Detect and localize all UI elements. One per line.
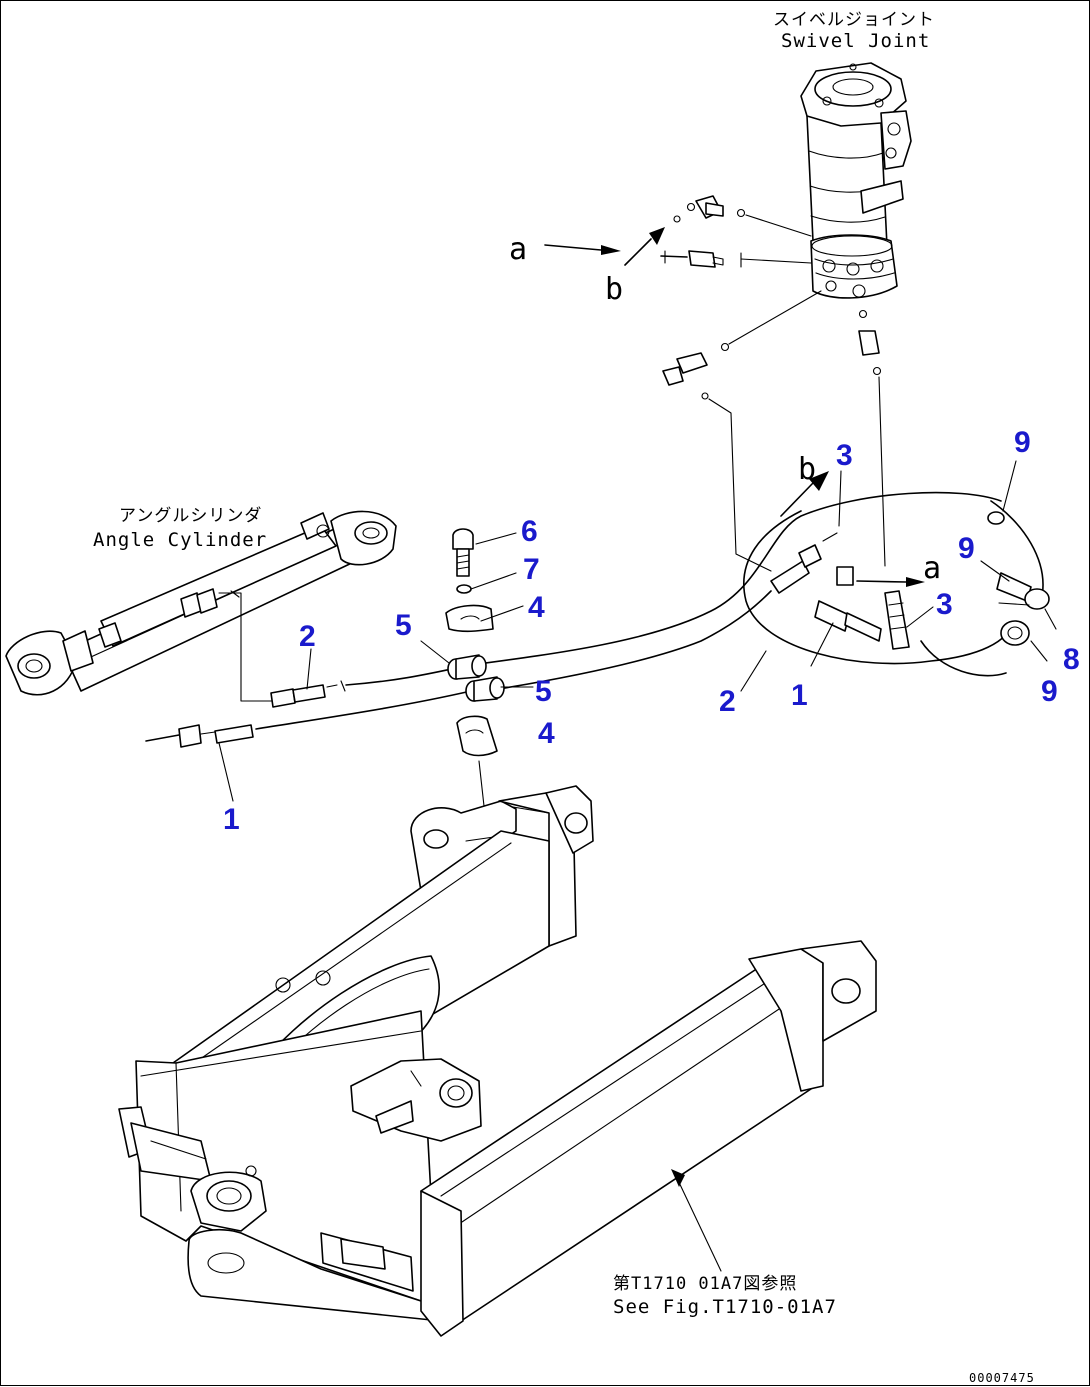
angle-cylinder — [5, 510, 397, 696]
callout-5-upper: 5 — [395, 609, 412, 642]
swivel-joint-label-jp: スイベルジョイント — [773, 10, 935, 30]
callout-2-left: 2 — [299, 620, 316, 653]
swivel-joint — [800, 62, 912, 299]
see-fig-leader — [675, 1175, 722, 1272]
angle-cylinder-label-jp: アングルシリンダ — [119, 506, 262, 526]
swivel-joint-label-en: Swivel Joint — [781, 30, 930, 52]
callout-1-right: 1 — [791, 679, 808, 712]
callout-1-left: 1 — [223, 803, 240, 836]
see-fig-label-jp: 第T1710 01A7図参照 — [613, 1274, 797, 1294]
callout-9-mid: 9 — [958, 532, 975, 565]
callout-3-right: 3 — [936, 588, 953, 621]
swivel-fittings — [544, 195, 886, 572]
connection-letter-a-left: a — [509, 232, 527, 267]
callout-5-lower: 5 — [535, 675, 552, 708]
leader-lines — [218, 460, 1057, 802]
frame-assembly — [118, 785, 877, 1337]
connection-letter-a-right: a — [923, 551, 941, 586]
see-fig-arrowhead — [671, 1169, 685, 1187]
angle-cylinder-label-en: Angle Cylinder — [93, 529, 267, 551]
callout-9-top: 9 — [1014, 426, 1031, 459]
connection-letter-b-right: b — [798, 452, 816, 487]
callout-3-top: 3 — [836, 439, 853, 472]
callout-4-upper: 4 — [528, 591, 545, 624]
hoses — [145, 471, 1050, 834]
callout-8: 8 — [1063, 643, 1080, 676]
callout-6: 6 — [521, 515, 538, 548]
callout-9-bottom: 9 — [1041, 675, 1058, 708]
callout-4-lower: 4 — [538, 717, 555, 750]
see-fig-label-en: See Fig.T1710-01A7 — [613, 1296, 837, 1318]
callout-7: 7 — [523, 553, 540, 586]
callout-2-right: 2 — [719, 685, 736, 718]
figure-code: 00007475 — [969, 1371, 1035, 1385]
connection-letter-b-left: b — [605, 272, 623, 307]
